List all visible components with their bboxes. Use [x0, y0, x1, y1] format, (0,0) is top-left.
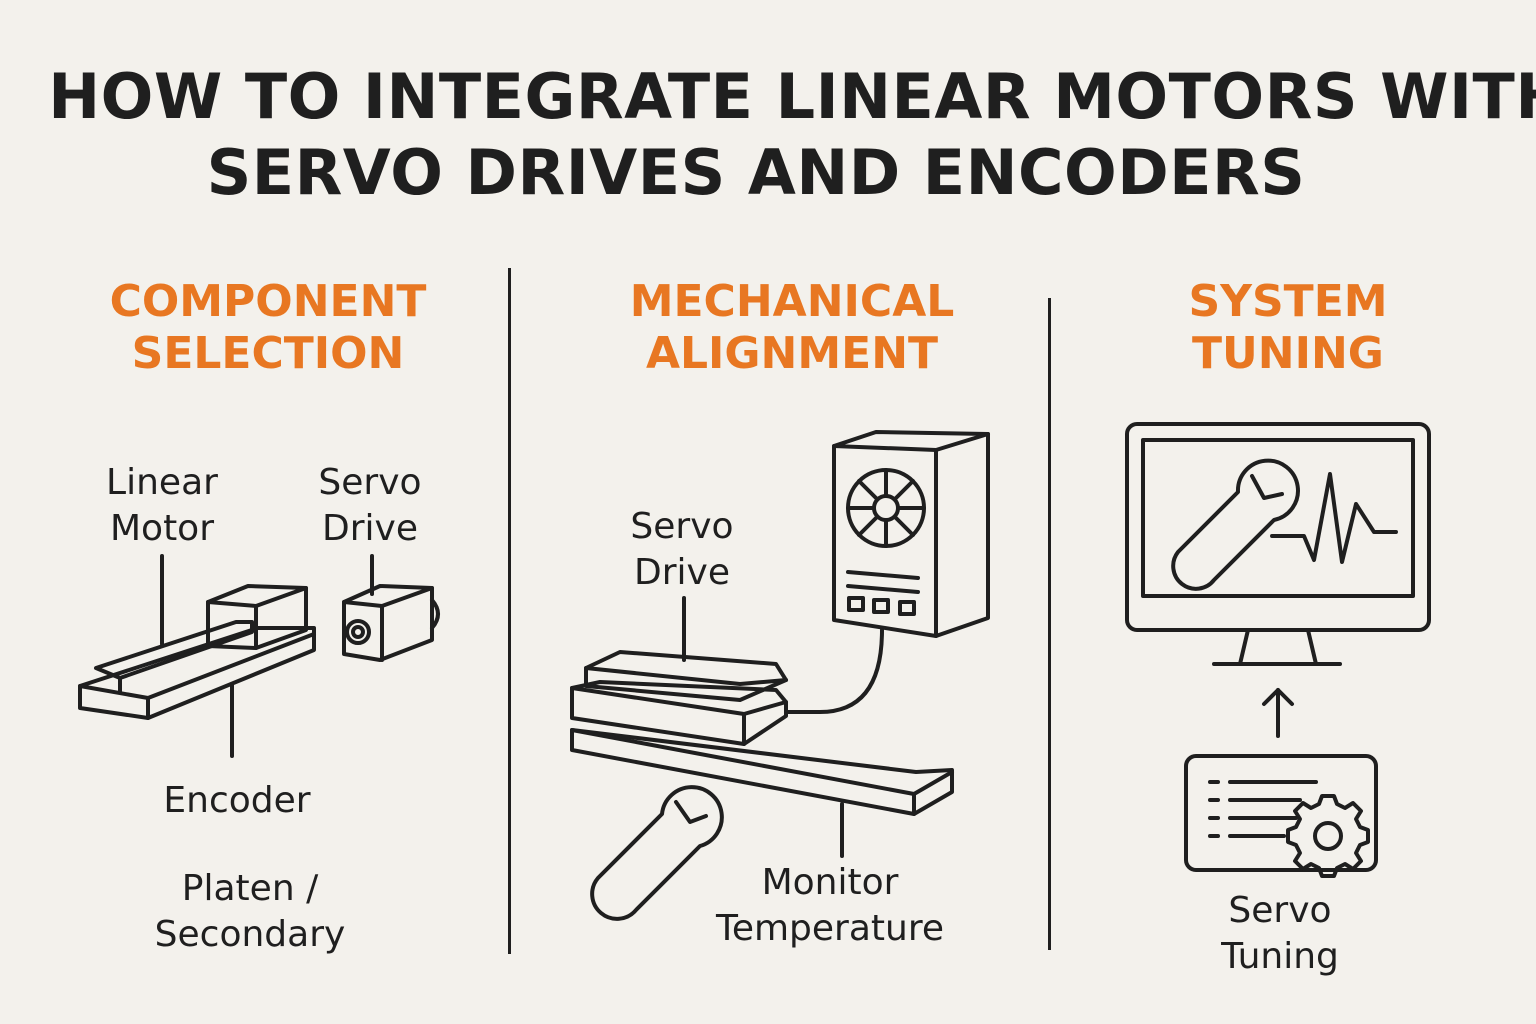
section-title-line: MECHANICAL: [629, 276, 955, 327]
label-line: Monitor: [761, 862, 899, 903]
label-line: Secondary: [154, 914, 346, 955]
label-encoder: Encoder: [137, 778, 337, 824]
monitor-icon: [1125, 422, 1431, 666]
section-title-line: COMPONENT: [109, 276, 427, 327]
label-line: Linear: [106, 462, 218, 503]
signal-waveform-icon: [1270, 472, 1398, 564]
wrench-icon: [1171, 458, 1300, 591]
label-line: Tuning: [1221, 936, 1339, 977]
section-title-line: TUNING: [1192, 328, 1384, 379]
label-line: Temperature: [715, 908, 945, 949]
page-title-line-1: HOW TO INTEGRATE LINEAR MOTORS WITH: [48, 60, 1536, 133]
gear-icon: [1286, 794, 1370, 878]
section-title-mechanical-alignment: MECHANICAL ALIGNMENT: [612, 276, 972, 380]
label-line: Platen /: [181, 868, 319, 909]
section-divider-right: [1048, 298, 1051, 950]
label-linear-motor: Linear Motor: [82, 460, 242, 552]
arrow-up-icon: [1262, 688, 1294, 738]
servo-drive-cabinet-icon: [784, 430, 990, 714]
linear-stage-icon: [570, 596, 954, 858]
section-title-line: ALIGNMENT: [645, 328, 939, 379]
servo-drive-small-icon: [342, 554, 440, 662]
label-line: Servo: [318, 462, 422, 503]
label-line: Encoder: [163, 780, 311, 821]
label-line: Motor: [109, 508, 215, 549]
label-monitor-temperature: Monitor Temperature: [700, 860, 960, 952]
page-title-line-2: SERVO DRIVES AND ENCODERS: [206, 136, 1306, 209]
section-title-system-tuning: SYSTEM TUNING: [1128, 276, 1448, 380]
label-servo-drive: Servo Drive: [612, 504, 752, 596]
label-servo-tuning: Servo Tuning: [1190, 888, 1370, 980]
label-line: Servo: [630, 506, 734, 547]
label-line: Servo: [1228, 890, 1332, 931]
label-line: Drive: [634, 552, 730, 593]
section-title-component-selection: COMPONENT SELECTION: [88, 276, 448, 380]
section-divider-left: [508, 268, 511, 954]
wrench-icon: [590, 785, 724, 921]
tuning-panel-icon: [1184, 754, 1378, 872]
section-title-line: SELECTION: [131, 328, 405, 379]
label-platen-secondary: Platen / Secondary: [140, 866, 360, 958]
label-servo-drive: Servo Drive: [300, 460, 440, 552]
label-line: Drive: [322, 508, 418, 549]
linear-motor-assembly-icon: [78, 554, 316, 758]
section-title-line: SYSTEM: [1188, 276, 1388, 327]
